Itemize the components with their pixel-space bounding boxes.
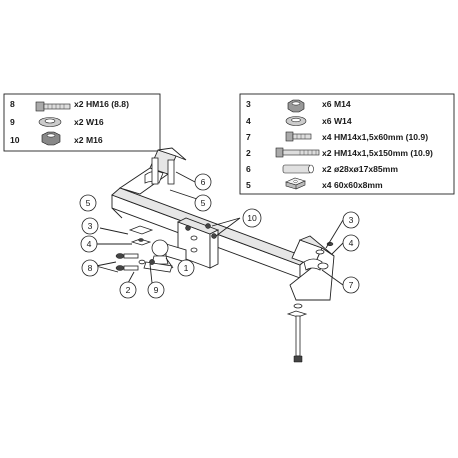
legend-left-num-8: 8 (10, 99, 15, 109)
legend-right-text-2: x2 HM14x1,5x150mm (10.9) (322, 148, 433, 158)
callout-5-bracket-label: 5 (201, 198, 206, 208)
callout-8-label: 8 (88, 263, 93, 273)
legend-left-text-8: x2 HM16 (8.8) (74, 99, 129, 109)
callout-5-bracket: 5 (194, 194, 212, 212)
callout-3-right: 3 (342, 211, 360, 229)
callout-8: 8 (81, 259, 99, 277)
legend-right-text-3: x6 M14 (322, 99, 351, 109)
callouts: 1 2 3 3 4 4 5 5 (79, 171, 360, 299)
hex-bolt-icon (35, 101, 71, 112)
callout-5-top: 5 (79, 194, 97, 212)
legend-right-text-5: x4 60x60x8mm (322, 180, 383, 190)
callout-7-label: 7 (349, 280, 354, 290)
callout-4-right: 4 (342, 234, 360, 252)
square-plate-icon (285, 177, 306, 190)
callout-4-right-label: 4 (349, 238, 354, 248)
bolt-set-center (185, 223, 217, 239)
callout-3-left: 3 (81, 217, 99, 235)
long-bolt-right (286, 303, 308, 363)
callout-10-label: 10 (247, 213, 257, 223)
tow-bar-frame (111, 147, 335, 363)
callout-1-label: 1 (184, 263, 189, 273)
legend-left-text-9: x2 W16 (74, 117, 104, 127)
legend-right-text-4: x6 W14 (322, 116, 352, 126)
hex-bolt-icon (285, 131, 312, 142)
callout-9-label: 9 (154, 285, 159, 295)
hex-nut-icon (41, 131, 61, 146)
callout-2: 2 (119, 281, 137, 299)
legend-right-num-6: 6 (246, 164, 251, 174)
spring-washer-icon (285, 116, 307, 126)
spring-washer-icon (38, 117, 62, 127)
callout-2-label: 2 (126, 285, 131, 295)
legend-right-num-7: 7 (246, 132, 251, 142)
plate-stack-left (128, 225, 154, 246)
legend-right-num-5: 5 (246, 180, 251, 190)
callout-6: 6 (194, 173, 212, 191)
legend-left-num-9: 9 (10, 117, 15, 127)
legend-left-num-10: 10 (10, 135, 20, 145)
legend-right-num-3: 3 (246, 99, 251, 109)
legend-right-num-4: 4 (246, 116, 251, 126)
long-bolt-icon (275, 147, 320, 158)
right-top-hardware (315, 241, 334, 255)
hex-nut-icon (287, 99, 305, 113)
legend-right-text-6: x2 ø28xø17x85mm (322, 164, 398, 174)
callout-3-right-label: 3 (349, 215, 354, 225)
legend-left: 8 x2 HM16 (8.8) 9 x2 W16 10 x2 M16 (3, 93, 161, 152)
callout-3-left-label: 3 (88, 221, 93, 231)
callout-1: 1 (177, 259, 195, 277)
callout-9: 9 (147, 281, 165, 299)
legend-right-num-2: 2 (246, 148, 251, 158)
legend-left-text-10: x2 M16 (74, 135, 103, 145)
legend-right: 3 x6 M14 4 x6 W14 7 x4 HM14x1,5x60mm (10… (239, 93, 455, 195)
bolt-set-left (115, 253, 155, 271)
callout-4-left: 4 (80, 235, 98, 253)
callout-5-top-label: 5 (86, 198, 91, 208)
callout-4-left-label: 4 (87, 239, 92, 249)
legend-right-text-7: x4 HM14x1,5x60mm (10.9) (322, 132, 428, 142)
callout-10: 10 (242, 208, 262, 228)
callout-6-label: 6 (201, 177, 206, 187)
callout-7: 7 (342, 276, 360, 294)
spacer-tube-icon (282, 164, 314, 174)
